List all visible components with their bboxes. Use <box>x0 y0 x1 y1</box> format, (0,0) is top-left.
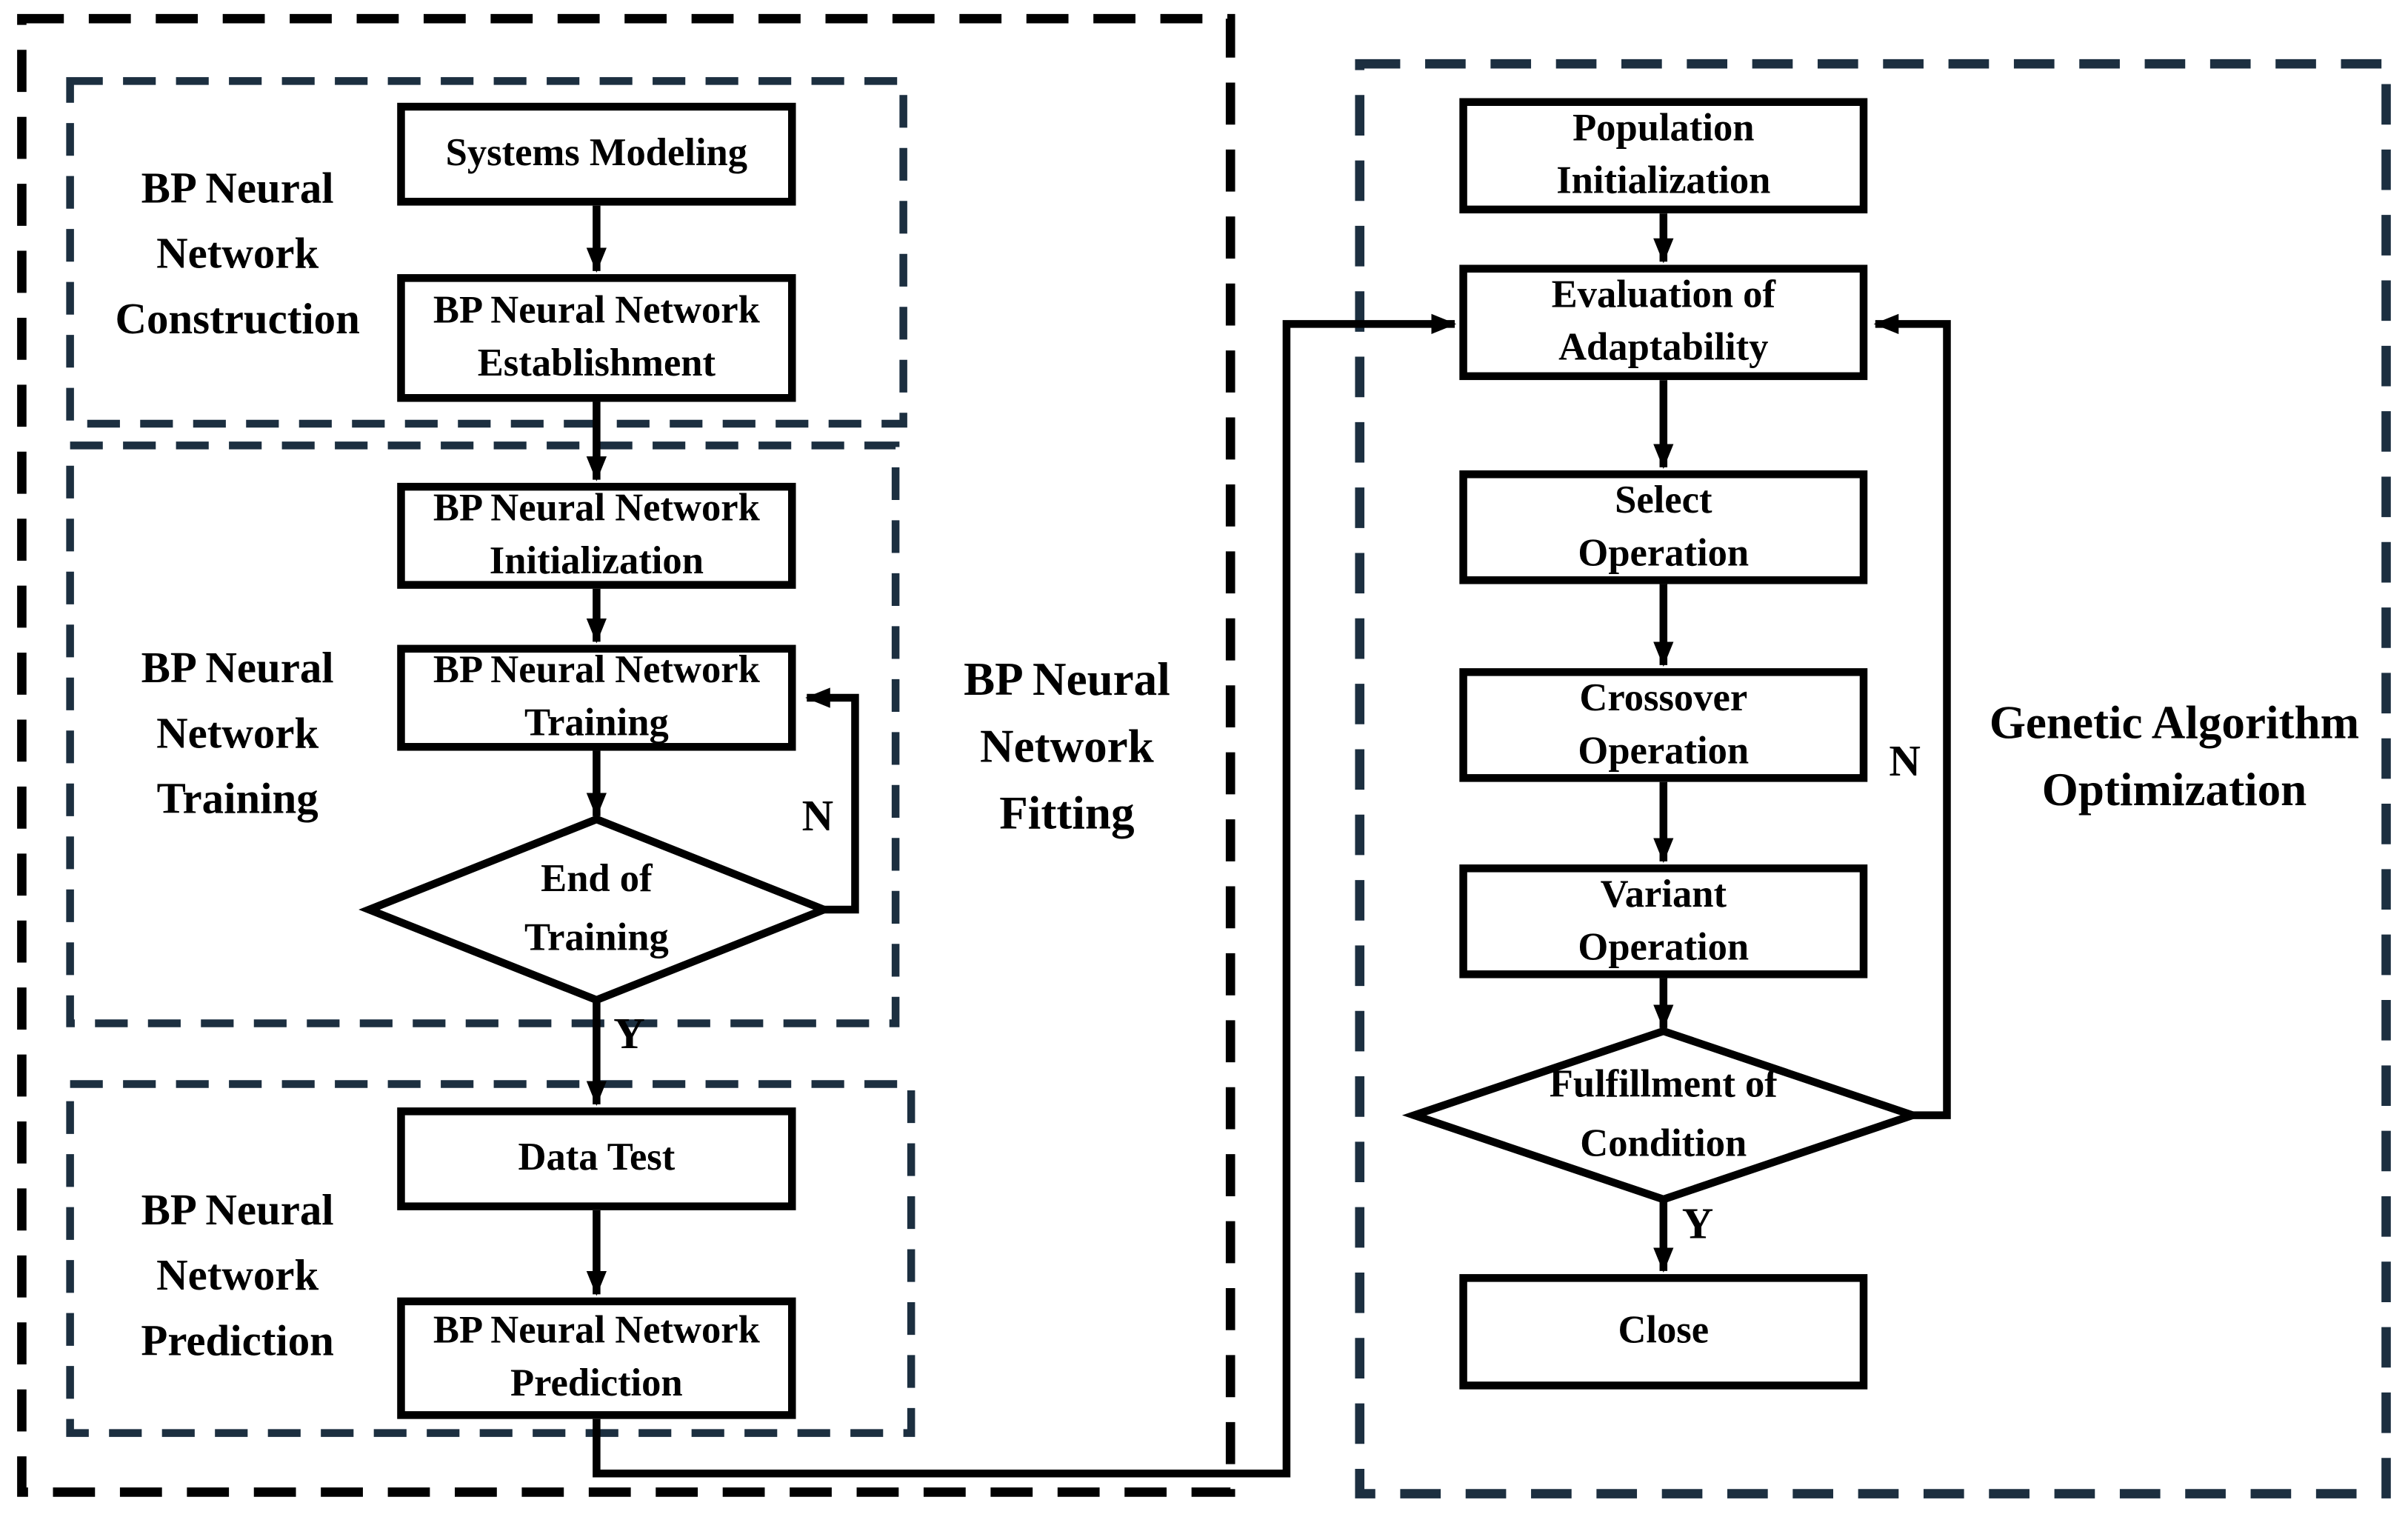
end-of-training-no-label: N <box>801 793 834 841</box>
bp-fitting-region-label-line1: BP Neural <box>964 654 1170 706</box>
variant-operation-node: Variant Operation <box>1459 864 1868 978</box>
genetic-algorithm-region-label: Genetic Algorithm Optimization <box>1959 690 2389 824</box>
training-region-label-line1: BP Neural <box>141 644 334 693</box>
end-of-training-yes-label: Y <box>613 1010 645 1059</box>
prediction-region-label-line2: Network <box>156 1252 319 1301</box>
systems-modeling-node: Systems Modeling <box>397 102 796 206</box>
prediction-region-label-line1: BP Neural <box>141 1187 334 1236</box>
population-initialization-line1: Population <box>1572 107 1755 150</box>
fulfillment-no-label: N <box>1889 738 1921 787</box>
prediction-region-label-line3: Prediction <box>141 1317 334 1367</box>
bp-initialization-node: BP Neural Network Initialization <box>397 482 796 589</box>
bp-training-label-line2: Training <box>524 702 669 745</box>
crossover-operation-node: Crossover Operation <box>1459 668 1868 782</box>
construction-region-label: BP Neural Network Construction <box>86 157 390 353</box>
close-label: Close <box>1618 1310 1710 1353</box>
bp-initialization-label-line1: BP Neural Network <box>433 487 760 530</box>
bp-establishment-label-line2: Establishment <box>477 342 716 385</box>
systems-modeling-label: Systems Modeling <box>445 132 748 175</box>
select-operation-line2: Operation <box>1578 532 1750 574</box>
bp-training-label-line1: BP Neural Network <box>433 649 760 692</box>
loop-fulfillment-no-to-evaluation <box>1873 313 1951 1119</box>
population-initialization-line2: Initialization <box>1556 160 1771 203</box>
bp-training-node: BP Neural Network Training <box>397 644 796 751</box>
construction-region-label-line3: Construction <box>115 296 360 344</box>
population-initialization-node: Population Initialization <box>1459 98 1868 214</box>
evaluation-adaptability-line2: Adaptability <box>1558 327 1769 370</box>
genetic-algorithm-region-label-line1: Genetic Algorithm <box>1989 698 2360 750</box>
end-of-training-line1: End of <box>541 858 653 901</box>
fulfillment-line2: Condition <box>1580 1123 1747 1165</box>
crossover-operation-line2: Operation <box>1578 730 1750 772</box>
evaluation-adaptability-line1: Evaluation of <box>1551 274 1775 316</box>
bp-initialization-label-line2: Initialization <box>489 540 704 583</box>
bp-prediction-label-line1: BP Neural Network <box>433 1310 760 1353</box>
fulfillment-of-condition-diamond-text: Fulfillment of Condition <box>1476 1056 1850 1175</box>
fulfillment-yes-label: Y <box>1681 1201 1714 1250</box>
bp-fitting-region-label: BP Neural Network Fitting <box>919 647 1215 847</box>
bp-establishment-label-line1: BP Neural Network <box>433 290 760 332</box>
data-test-node: Data Test <box>397 1107 796 1210</box>
close-node: Close <box>1459 1274 1868 1390</box>
bp-prediction-label-line2: Prediction <box>510 1362 683 1405</box>
training-region-label-line2: Network <box>156 710 319 759</box>
select-operation-node: Select Operation <box>1459 470 1868 584</box>
crossover-operation-line1: Crossover <box>1579 676 1748 719</box>
prediction-region-label: BP Neural Network Prediction <box>86 1179 390 1376</box>
bp-fitting-region-label-line3: Fitting <box>999 788 1135 840</box>
construction-region-label-line2: Network <box>156 230 319 279</box>
evaluation-adaptability-node: Evaluation of Adaptability <box>1459 264 1868 381</box>
end-of-training-line2: Training <box>524 917 669 960</box>
bp-prediction-node: BP Neural Network Prediction <box>397 1297 796 1419</box>
select-operation-line1: Select <box>1615 479 1712 521</box>
end-of-training-diamond-text: End of Training <box>410 850 784 969</box>
genetic-algorithm-region-label-line2: Optimization <box>2041 764 2307 816</box>
bp-fitting-region-label-line2: Network <box>980 721 1154 773</box>
bp-establishment-node: BP Neural Network Establishment <box>397 274 796 402</box>
fulfillment-line1: Fulfillment of <box>1549 1064 1778 1106</box>
training-region-label-line3: Training <box>156 776 318 824</box>
variant-operation-line2: Operation <box>1578 926 1750 968</box>
data-test-label: Data Test <box>518 1137 676 1179</box>
construction-region-label-line1: BP Neural <box>141 164 334 214</box>
training-region-label: BP Neural Network Training <box>86 637 390 833</box>
variant-operation-line1: Variant <box>1600 873 1727 916</box>
